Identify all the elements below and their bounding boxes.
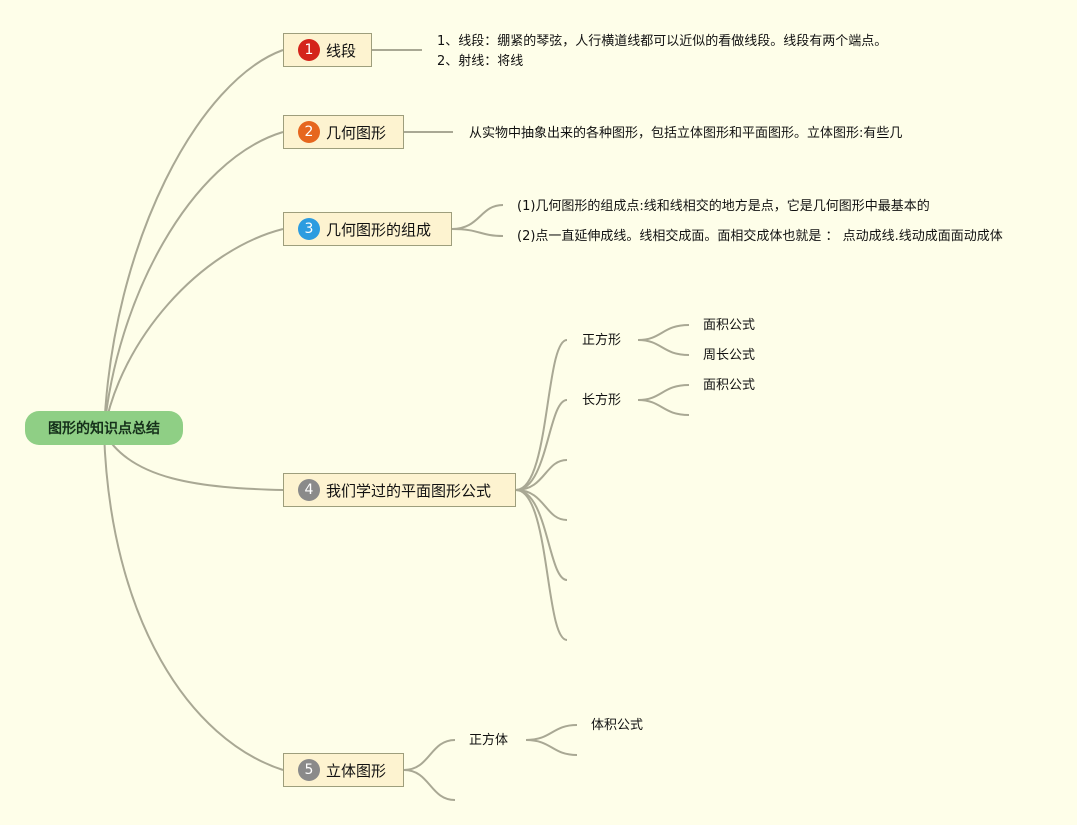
topic-1-note-1: 1、线段：绷紧的琴弦，人行横道线都可以近似的看做线段。线段有两个端点。 <box>437 34 888 49</box>
topic-2-label: 几何图形 <box>326 123 387 142</box>
topic-4[interactable]: 4 我们学过的平面图形公式 <box>283 473 516 507</box>
number-5-icon: 5 <box>298 759 320 781</box>
cube-node[interactable]: 正方体 <box>469 733 509 748</box>
topic-1-note-2: 2、射线：将线 <box>437 54 524 69</box>
topic-3-label: 几何图形的组成 <box>326 220 432 239</box>
number-1-icon: 1 <box>298 39 320 61</box>
topic-3-note-a: (1)几何图形的组成点:线和线相交的地方是点，它是几何图形中最基本的 <box>517 199 930 214</box>
topic-3[interactable]: 3 几何图形的组成 <box>283 212 452 246</box>
root-topic[interactable]: 图形的知识点总结 <box>25 411 183 445</box>
rectangle-area-node[interactable]: 面积公式 <box>703 378 756 393</box>
topic-5[interactable]: 5 立体图形 <box>283 753 404 787</box>
topic-4-label: 我们学过的平面图形公式 <box>326 481 492 500</box>
cube-volume-node[interactable]: 体积公式 <box>591 718 644 733</box>
number-2-icon: 2 <box>298 121 320 143</box>
topic-5-label: 立体图形 <box>326 761 387 780</box>
square-area-node[interactable]: 面积公式 <box>703 318 756 333</box>
topic-2[interactable]: 2 几何图形 <box>283 115 404 149</box>
topic-2-note: 从实物中抽象出来的各种图形，包括立体图形和平面图形。立体图形:有些几 <box>469 126 903 141</box>
square-node[interactable]: 正方形 <box>582 333 622 348</box>
square-perimeter-node[interactable]: 周长公式 <box>703 348 756 363</box>
topic-1-label: 线段 <box>326 41 357 60</box>
root-label: 图形的知识点总结 <box>48 421 160 437</box>
topic-3-note-b: (2)点一直延伸成线。线相交成面。面相交成体也就是 ： 点动成线.线动成面面动成… <box>517 229 1003 244</box>
rectangle-node[interactable]: 长方形 <box>582 393 622 408</box>
topic-1[interactable]: 1 线段 <box>283 33 372 67</box>
number-4-icon: 4 <box>298 479 320 501</box>
number-3-icon: 3 <box>298 218 320 240</box>
